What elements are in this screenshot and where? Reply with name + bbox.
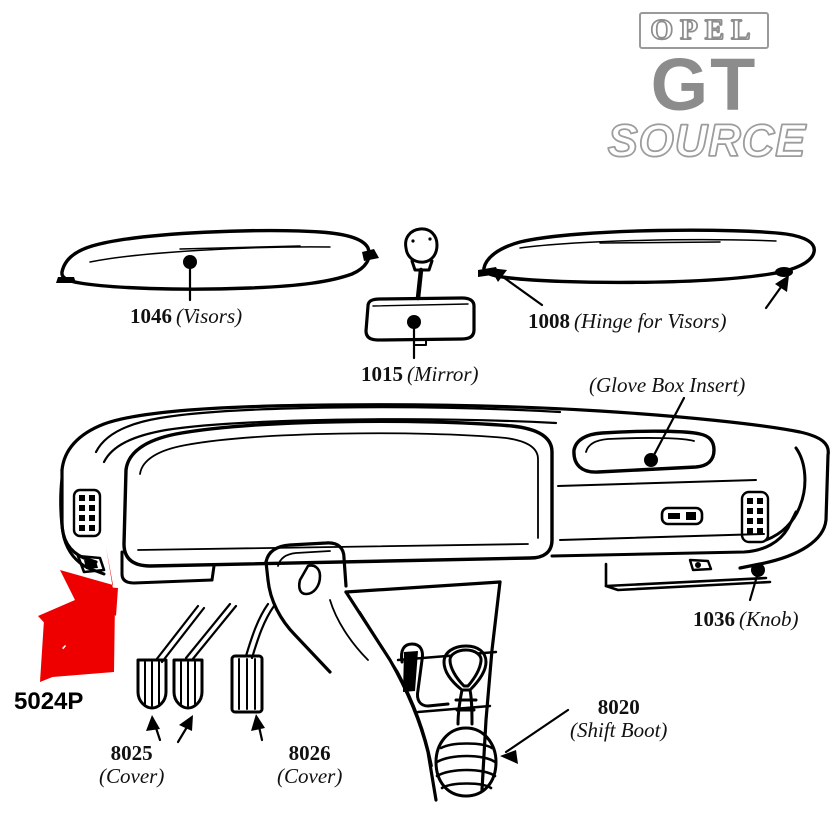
left-dash-corner-fitting-fill <box>84 560 98 569</box>
instrument-binnacle <box>122 419 554 568</box>
callout-label-1008: 1008 (Hinge for Visors) <box>528 310 726 333</box>
callout-number-8026: 8026 <box>288 741 331 765</box>
callout-number-1015: 1015 <box>361 362 403 386</box>
highlight-arrow-red <box>38 547 115 678</box>
leader-1008-left <box>494 270 544 307</box>
visor-left-part <box>60 228 371 291</box>
source-wordmark: SOURCE <box>607 115 807 167</box>
callout-label-8020: 8020 (Shift Boot) <box>570 696 667 741</box>
callout-label-1036: 1036 (Knob) <box>693 608 799 631</box>
glovebox-latch-fill <box>668 512 696 520</box>
opel-wordmark-box: OPEL <box>638 12 770 50</box>
shift-lever-stem <box>454 688 478 726</box>
glovebox-latch <box>660 506 704 526</box>
callout-name-glove-box-insert: (Glove Box Insert) <box>589 373 746 397</box>
leader-glovebox-dot <box>644 453 658 467</box>
left-vent-grille-cells <box>79 495 95 531</box>
steering-column-inner-line <box>277 550 369 661</box>
mirror-glass-line <box>372 303 469 307</box>
dashboard-lower-lip-left <box>120 550 216 585</box>
callout-label-1046: 1046 (Visors) <box>130 305 242 328</box>
leader-1008-left-head <box>490 268 507 282</box>
visor-left-detail <box>89 245 331 263</box>
pedal-arm-2 <box>184 602 238 662</box>
leader-8020-head <box>500 750 518 764</box>
leader-glovebox <box>652 396 686 457</box>
console-tunnel-inner <box>359 611 433 767</box>
glovebox-insert-inner <box>585 437 695 453</box>
leader-1015-dot <box>407 315 421 329</box>
shift-boot-pleats <box>435 742 497 790</box>
dashboard-crown-lines <box>94 406 562 464</box>
left-vent-grille <box>72 488 102 538</box>
callout-name-8026: (Cover) <box>277 763 343 788</box>
leader-8025-a-head <box>146 715 160 731</box>
gt-wordmark: GT <box>650 43 758 127</box>
opel-gt-source-logo: OPEL GT SOURCE <box>584 8 824 178</box>
glovebox-door-edge <box>550 510 798 558</box>
glovebox-knob-fitting <box>688 558 713 572</box>
steering-column-shroud <box>264 541 348 674</box>
glovebox-insert-recess <box>572 429 716 474</box>
pedal-arm-3 <box>244 602 276 660</box>
right-vent-grille-cells <box>747 498 763 534</box>
glovebox-under-tray <box>604 562 772 592</box>
callout-name-1046: (Visors) <box>176 304 243 328</box>
shift-knob-fill <box>448 648 483 688</box>
callout-name-1036: (Knob) <box>739 607 799 631</box>
callout-number-1036: 1036 <box>693 607 735 631</box>
visor-right-detail <box>519 238 777 249</box>
callout-label-8025: 8025 (Cover) <box>99 742 164 787</box>
leader-8020 <box>504 708 570 754</box>
leader-1036-dot <box>751 563 765 577</box>
callout-number-8020: 8020 <box>597 695 640 719</box>
callout-number-1008: 1008 <box>528 309 570 333</box>
pedal-pad-brake <box>172 658 204 710</box>
pedal-pad-accelerator <box>230 654 264 714</box>
mirror-body <box>364 296 476 342</box>
callout-name-8020: (Shift Boot) <box>570 717 668 742</box>
leader-1046-dot <box>183 255 197 269</box>
pedal-pad-brake-ribs <box>180 661 196 707</box>
visor-left-hinge-tabs <box>56 249 379 283</box>
callout-name-1015: (Mirror) <box>407 362 479 386</box>
handbrake-lever <box>400 642 450 708</box>
leader-8025-b-head <box>179 715 193 731</box>
console-tunnel <box>344 580 502 802</box>
glovebox-knob-fitting-fill <box>695 562 701 568</box>
mirror-bracket <box>404 227 439 272</box>
pedal-arm-1 <box>154 604 206 664</box>
callout-name-8025: (Cover) <box>99 763 165 788</box>
pedal-pad-clutch-ribs <box>144 661 160 707</box>
callout-name-1008: (Hinge for Visors) <box>574 309 727 333</box>
highlight-part-number-label: 5024P <box>14 688 84 715</box>
right-vent-grille <box>740 490 770 544</box>
callout-label-glove-box-insert: (Glove Box Insert) <box>589 374 745 397</box>
instrument-binnacle-inner <box>137 432 539 551</box>
callout-number-8025: 8025 <box>110 741 153 765</box>
handbrake-lever-fill <box>403 651 418 692</box>
visor-right-part <box>482 228 816 285</box>
highlight-arrow-red-shape <box>40 586 118 682</box>
pedal-pad-clutch <box>136 658 168 710</box>
leader-8026-head <box>251 714 265 731</box>
leader-1008-right-head <box>775 275 789 292</box>
ignition-switch <box>297 564 322 596</box>
mirror-stem <box>415 267 424 301</box>
opel-wordmark: OPEL <box>650 14 758 46</box>
callout-label-1015: 1015 (Mirror) <box>361 363 479 386</box>
glovebox-door <box>557 479 765 541</box>
shift-knob <box>442 644 488 692</box>
callout-number-1046: 1046 <box>130 304 172 328</box>
mirror-bracket-dots <box>411 237 432 243</box>
pedal-pad-accelerator-ribs <box>238 658 256 710</box>
dashboard-right-endcap <box>764 446 807 542</box>
callout-label-8026: 8026 (Cover) <box>277 742 342 787</box>
leader-1036 <box>748 574 759 602</box>
left-dash-corner-fitting <box>76 554 106 574</box>
